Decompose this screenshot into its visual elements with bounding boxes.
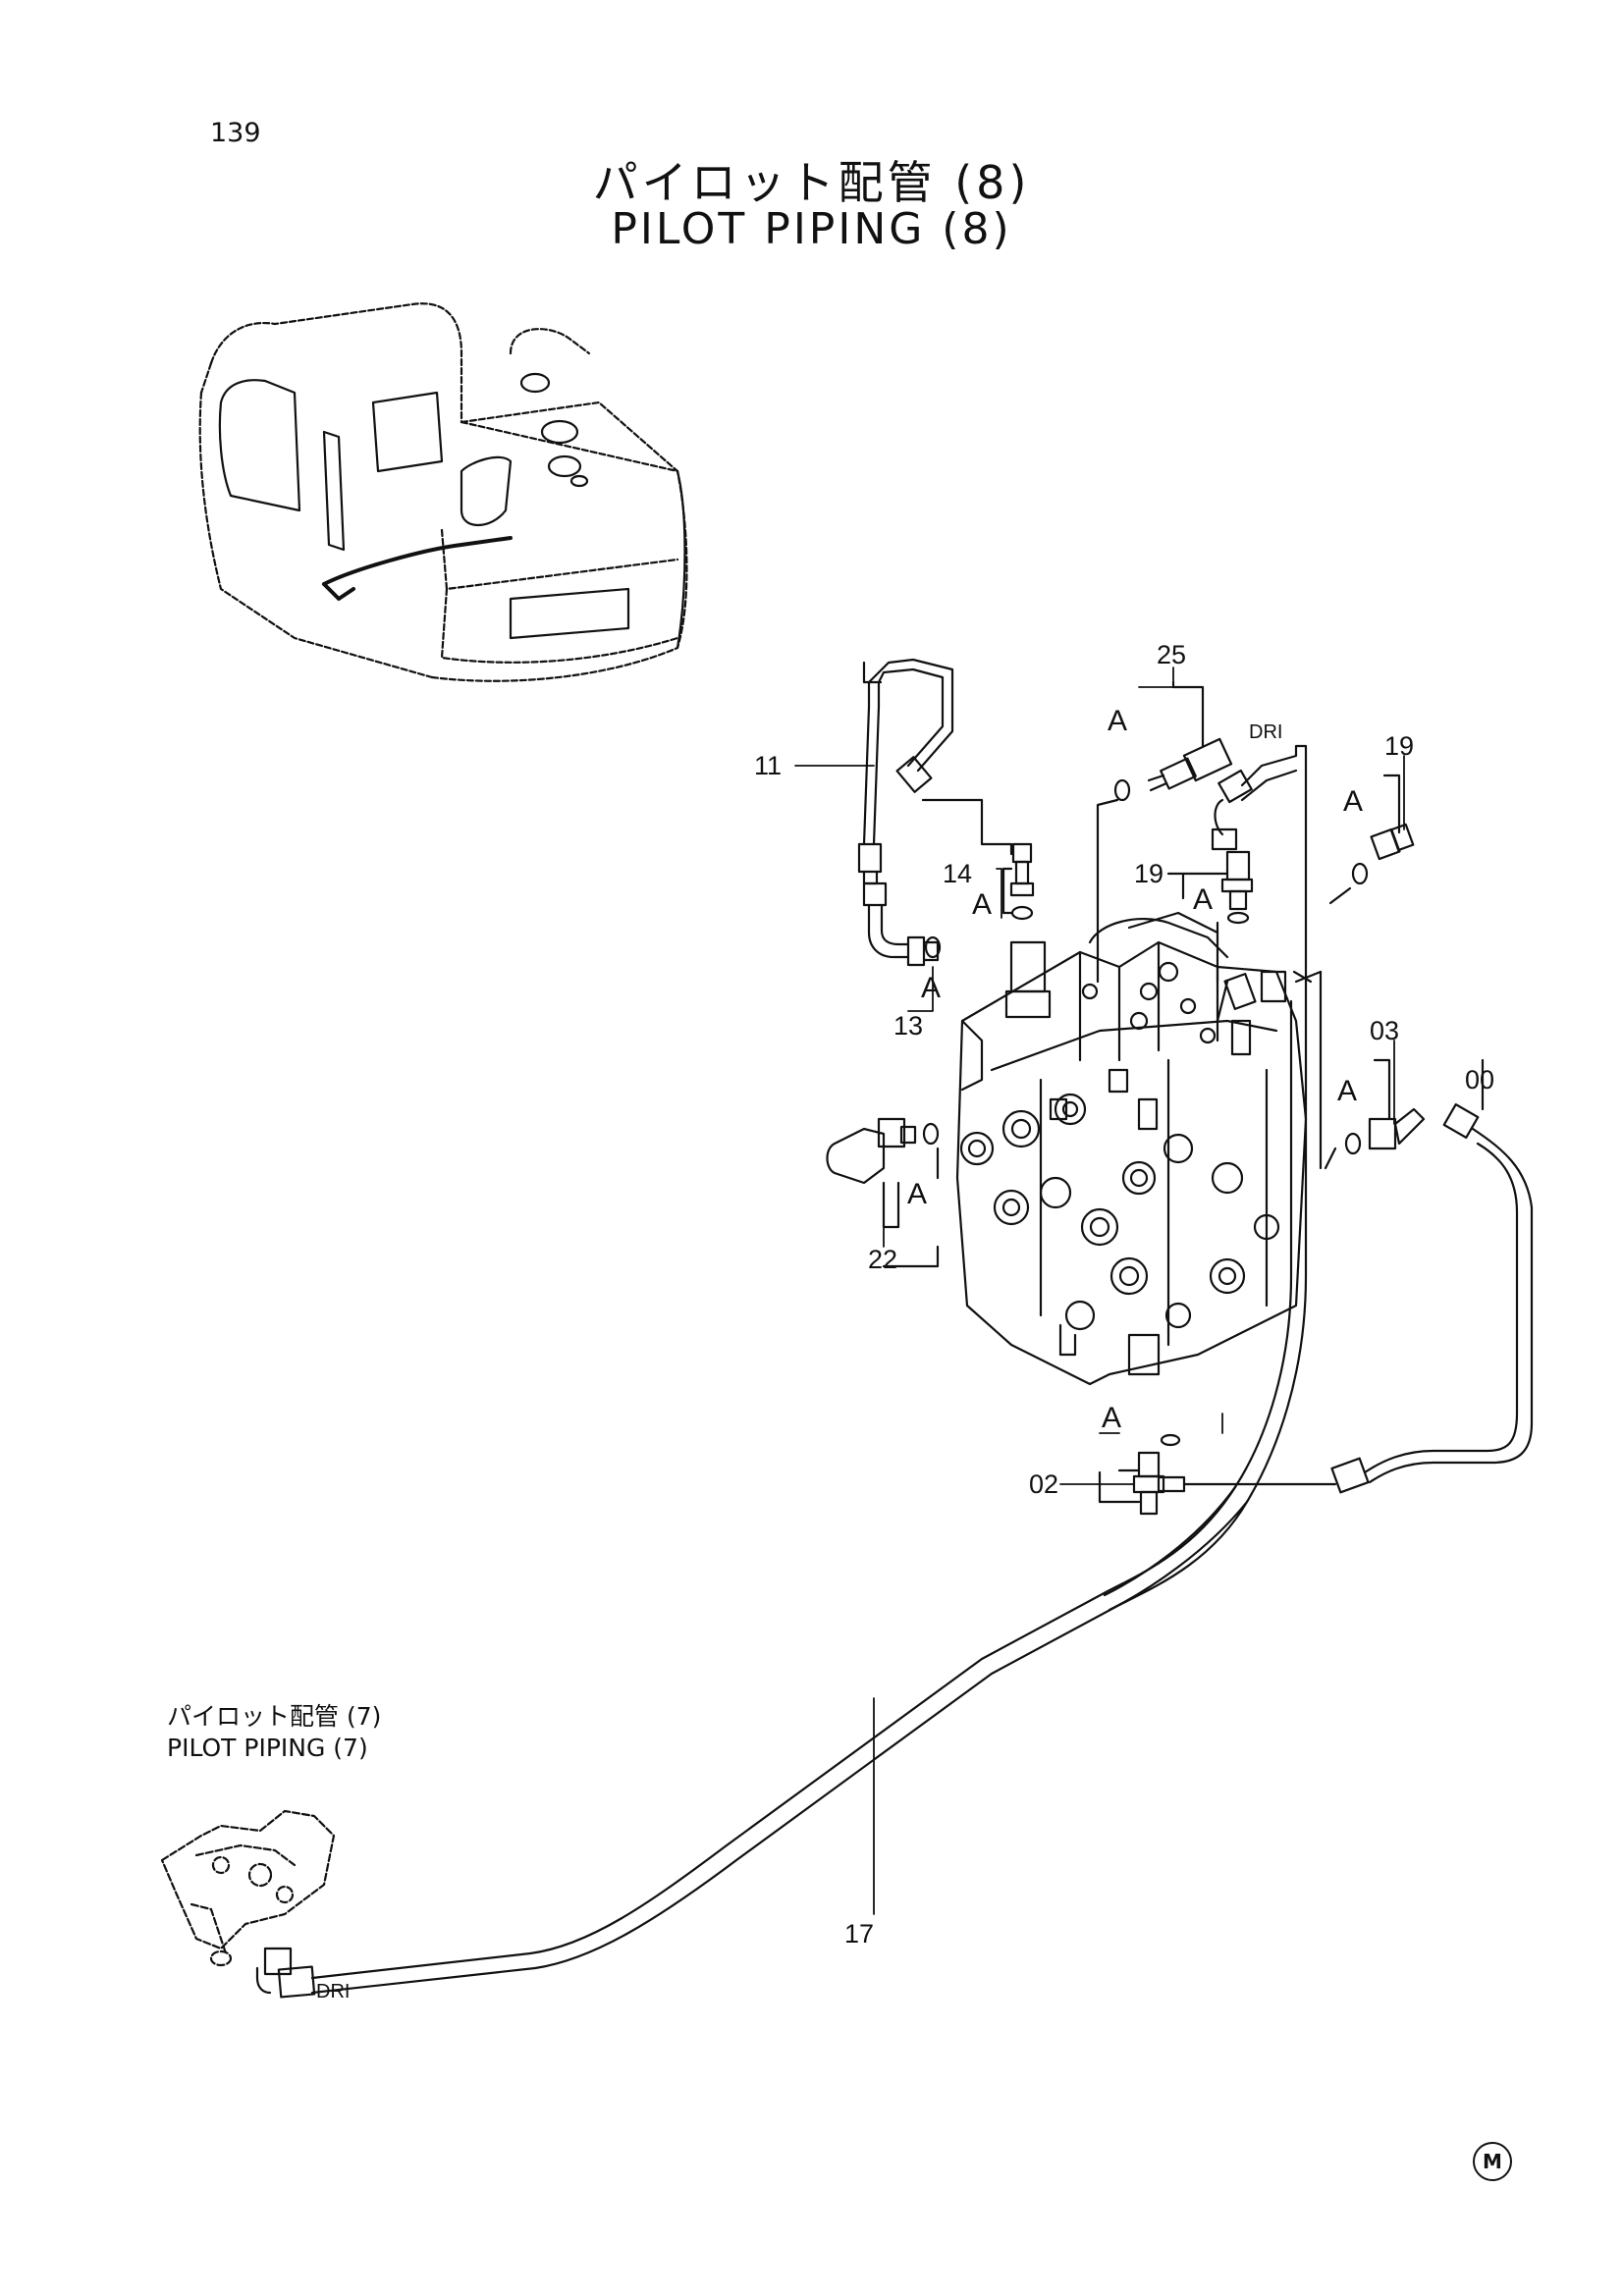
page-title-jp: パイロット配管 (8)	[592, 156, 1031, 209]
o-ring-letter: A	[907, 1178, 928, 1210]
excavator-thumbnail	[198, 302, 688, 682]
callout-13: 13	[893, 1011, 924, 1041]
port-label-dri: DRI	[316, 1981, 351, 2002]
page-title-en: PILOT PIPING (8)	[611, 204, 1012, 254]
o-ring-letter: A	[1337, 1075, 1358, 1107]
maker-mark: M	[1473, 2142, 1512, 2181]
reference-title-en: PILOT PIPING (7)	[167, 1734, 368, 1762]
callout-11: 11	[754, 751, 783, 780]
fitting-14	[921, 798, 1035, 921]
callout-19-upper: 19	[1384, 731, 1415, 761]
o-ring-letter: A	[1343, 785, 1364, 818]
o-ring-letter: A	[1193, 883, 1214, 916]
o-ring-letter: A	[1108, 705, 1128, 737]
fitting-19-lower	[1166, 850, 1254, 1023]
reference-valve-7	[160, 1809, 336, 1967]
pipe-00	[1330, 1058, 1534, 1494]
excavator-thumbnail-detail	[218, 372, 686, 650]
callout-19-lower: 19	[1134, 859, 1164, 888]
o-ring-letter: A	[972, 888, 993, 921]
pipe-11	[857, 658, 954, 885]
control-valve-block	[955, 911, 1308, 1386]
reference-note: パイロット配管 (7) PILOT PIPING (7)	[167, 1701, 381, 1764]
fitting-19-upper	[1328, 774, 1415, 905]
pipe-17	[255, 1485, 1249, 1999]
page-number: 139	[210, 118, 261, 148]
port-label-dri: DRI	[1249, 721, 1283, 743]
fitting-03	[1294, 970, 1426, 1170]
o-ring-letter: A	[1102, 1402, 1122, 1434]
callout-17: 17	[844, 1919, 875, 1949]
callout-02: 02	[1029, 1469, 1059, 1499]
o-ring-letter: A	[921, 972, 942, 1004]
callout-14: 14	[943, 859, 973, 888]
fitting-13	[862, 881, 942, 967]
callout-00: 00	[1465, 1065, 1495, 1095]
callout-25: 25	[1157, 640, 1187, 669]
leader-lines	[794, 667, 1484, 1915]
reference-title-jp: パイロット配管 (7)	[167, 1702, 382, 1731]
callout-22: 22	[868, 1245, 898, 1274]
sensor-22	[826, 1117, 940, 1268]
callout-03: 03	[1370, 1016, 1400, 1045]
tee-fitting-02	[1098, 1433, 1337, 1516]
